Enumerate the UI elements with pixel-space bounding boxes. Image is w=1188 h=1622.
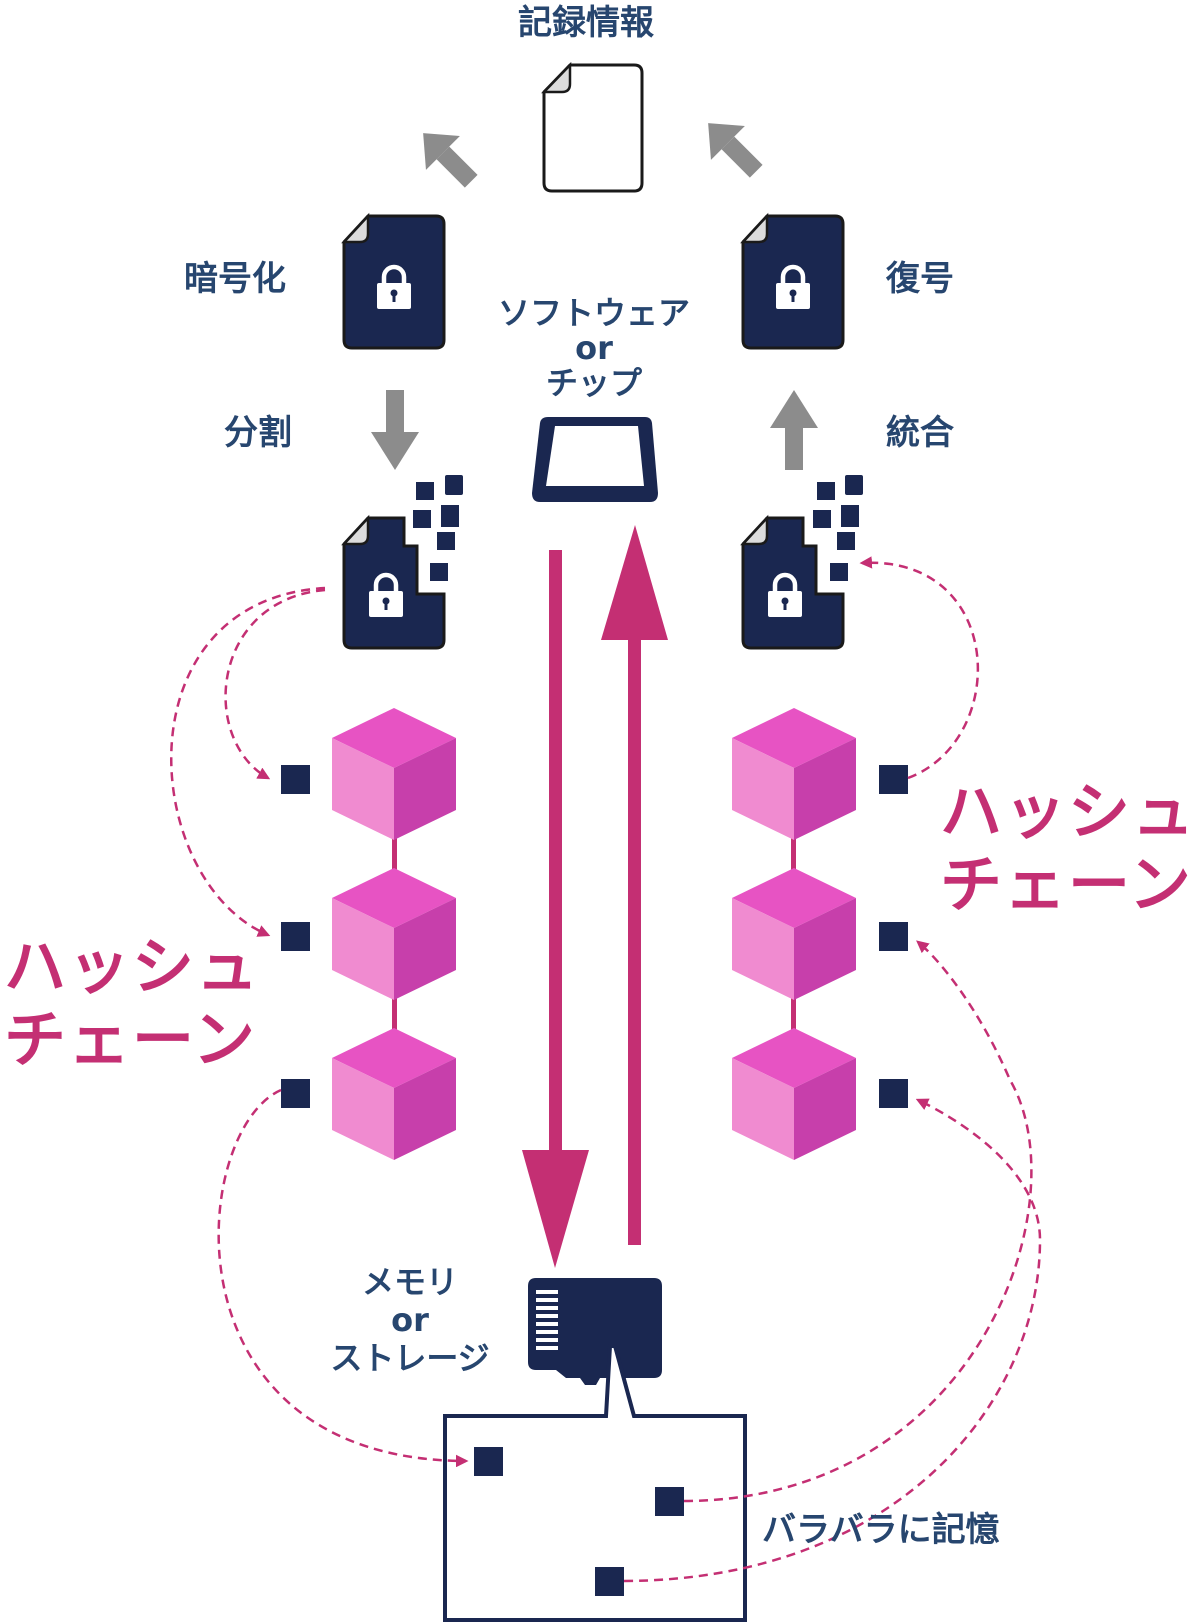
arrow-from-decrypt-icon bbox=[708, 123, 763, 178]
record-document-icon bbox=[541, 61, 644, 193]
fragment-squares bbox=[281, 765, 908, 1108]
hash-chain-left bbox=[332, 708, 456, 1160]
storage-line-2: or bbox=[391, 1301, 429, 1339]
storage-line-1: メモリ bbox=[361, 1263, 458, 1301]
hash-chain-left-line-2: チェーン bbox=[4, 1003, 257, 1077]
block-cube-icon bbox=[732, 708, 856, 840]
merge-label: 統合 bbox=[886, 413, 954, 453]
encrypted-document-icon bbox=[341, 212, 446, 350]
storage-label: メモリ or ストレージ bbox=[300, 1263, 520, 1377]
encrypt-label: 暗号化 bbox=[184, 259, 286, 299]
stored-fragment-2 bbox=[655, 1487, 684, 1516]
split-arrow-icon bbox=[371, 390, 419, 470]
title-label: 記録情報 bbox=[518, 3, 654, 43]
hash-chain-right-label: ハッシュ チェーン bbox=[940, 775, 1188, 921]
split-label: 分割 bbox=[224, 413, 292, 453]
block-cube-icon bbox=[332, 1028, 456, 1160]
hash-chain-right-line-1: ハッシュ bbox=[940, 775, 1188, 848]
block-cube-icon bbox=[732, 1028, 856, 1160]
stored-fragment-1 bbox=[474, 1447, 503, 1476]
storage-callout bbox=[443, 1344, 747, 1622]
storage-line-3: ストレージ bbox=[330, 1339, 490, 1377]
chip-icon bbox=[532, 417, 658, 502]
processor-line-2: or bbox=[575, 329, 613, 367]
stored-fragment-3 bbox=[595, 1567, 624, 1596]
hash-chain-left-label: ハッシュ チェーン bbox=[4, 930, 260, 1076]
processor-line-3: チップ bbox=[545, 364, 642, 402]
decrypt-label: 復号 bbox=[886, 259, 954, 299]
arrow-to-encrypt-icon bbox=[423, 133, 478, 188]
processor-line-1: ソフトウェア bbox=[497, 294, 690, 332]
sd-card-icon bbox=[528, 1278, 662, 1385]
block-cube-icon bbox=[332, 708, 456, 840]
dashed-connectors bbox=[170, 556, 1042, 1583]
hash-chain-right bbox=[732, 708, 856, 1160]
scattered-storage-label: バラバラに記憶 bbox=[762, 1510, 1000, 1550]
fragmented-document-right-icon bbox=[740, 475, 863, 650]
store-arrow-icon bbox=[522, 550, 589, 1268]
retrieve-arrow-icon bbox=[601, 525, 668, 1245]
fragmented-document-left-icon bbox=[341, 475, 463, 650]
block-cube-icon bbox=[732, 868, 856, 1000]
processor-label: ソフトウェア or チップ bbox=[474, 296, 714, 401]
decrypted-document-icon bbox=[740, 212, 845, 350]
hash-chain-left-line-1: ハッシュ bbox=[4, 930, 261, 1003]
merge-arrow-icon bbox=[770, 390, 818, 470]
hash-chain-right-line-2: チェーン bbox=[940, 848, 1188, 922]
block-cube-icon bbox=[332, 868, 456, 1000]
